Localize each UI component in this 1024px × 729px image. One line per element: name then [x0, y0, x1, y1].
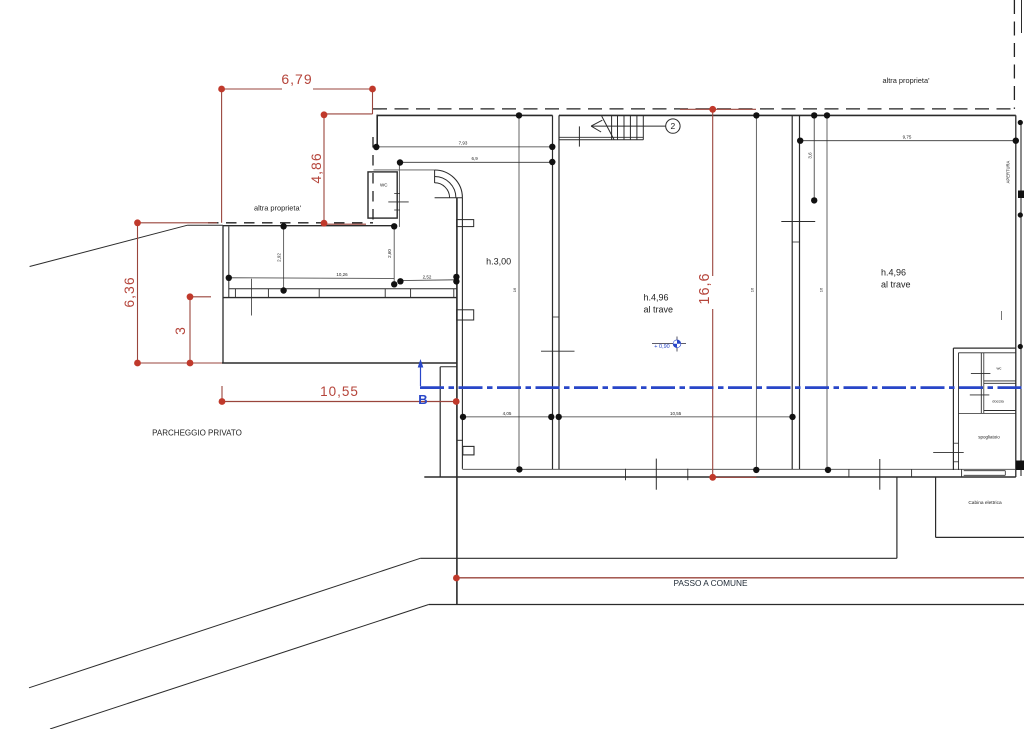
- svg-text:16: 16: [512, 287, 517, 292]
- svg-text:h.4,96: h.4,96: [881, 268, 906, 278]
- svg-text:3,6: 3,6: [808, 152, 813, 159]
- svg-text:4,05: 4,05: [503, 411, 512, 416]
- svg-text:16: 16: [750, 287, 755, 292]
- svg-text:2,92: 2,92: [277, 253, 282, 262]
- svg-text:6,36: 6,36: [121, 276, 137, 307]
- svg-text:10,55: 10,55: [320, 384, 359, 399]
- svg-text:3: 3: [172, 326, 188, 335]
- svg-text:7,93: 7,93: [459, 141, 468, 146]
- svg-text:9,75: 9,75: [903, 135, 912, 140]
- svg-text:APERTURA: APERTURA: [1006, 160, 1011, 183]
- svg-text:al trave: al trave: [881, 280, 911, 290]
- svg-text:h.4,96: h.4,96: [644, 293, 669, 303]
- svg-text:10,55: 10,55: [670, 411, 682, 416]
- svg-text:spogliatoio: spogliatoio: [978, 435, 1000, 440]
- svg-text:altra proprieta': altra proprieta': [254, 204, 302, 213]
- svg-text:16: 16: [819, 287, 824, 292]
- svg-text:PARCHEGGIO PRIVATO: PARCHEGGIO PRIVATO: [152, 429, 242, 438]
- svg-text:altra proprieta': altra proprieta': [882, 76, 930, 85]
- svg-text:wc: wc: [997, 366, 1002, 371]
- svg-text:PASSO A COMUNE: PASSO A COMUNE: [673, 578, 748, 588]
- svg-text:B: B: [418, 392, 427, 407]
- svg-text:6,9: 6,9: [471, 156, 478, 161]
- svg-text:4,86: 4,86: [308, 152, 324, 183]
- svg-text:h.3,00: h.3,00: [486, 257, 511, 267]
- svg-text:2,60: 2,60: [387, 249, 392, 258]
- svg-text:10,26: 10,26: [336, 272, 348, 277]
- svg-text:2,52: 2,52: [423, 275, 432, 280]
- svg-text:2: 2: [671, 121, 676, 131]
- svg-text:WC: WC: [380, 183, 388, 188]
- svg-text:al trave: al trave: [644, 305, 674, 315]
- svg-text:Cabina elettrica: Cabina elettrica: [968, 500, 1002, 506]
- svg-text:doccia: doccia: [992, 399, 1004, 404]
- svg-text:+ 0,90: + 0,90: [654, 344, 669, 350]
- svg-text:16,6: 16,6: [697, 272, 713, 304]
- svg-text:6,79: 6,79: [281, 71, 312, 87]
